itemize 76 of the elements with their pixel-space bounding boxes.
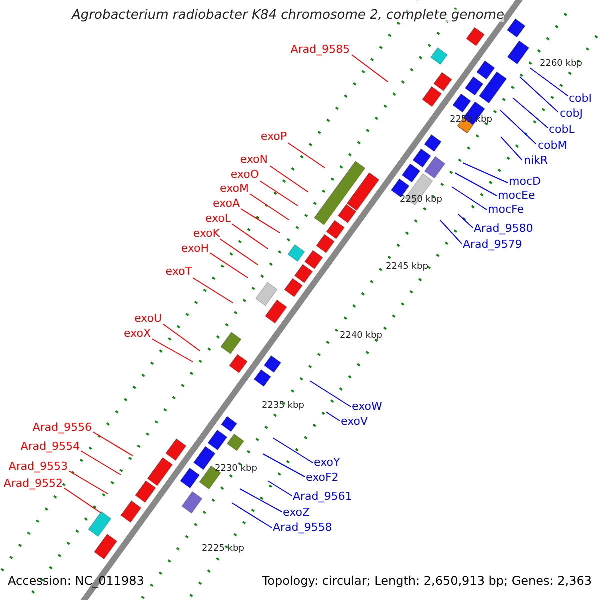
- gene-label: cobJ: [560, 107, 584, 120]
- gene-label: exoF2: [306, 471, 339, 484]
- leader-line: [458, 214, 474, 228]
- tick-label: 2260 kbp: [540, 58, 582, 71]
- leader-line: [68, 470, 108, 494]
- gene-label: exoW: [352, 400, 382, 413]
- leader-line: [512, 98, 548, 128]
- leader-line: [352, 54, 388, 82]
- leader-line: [232, 502, 272, 528]
- tick-label: 2250 kbp: [400, 194, 442, 207]
- tick-label: 2235 kbp: [262, 400, 304, 413]
- leader-line: [260, 180, 298, 206]
- gene-label: exoZ: [283, 506, 310, 519]
- gene-label: exoN: [240, 153, 268, 166]
- leader-line: [80, 450, 122, 476]
- tick-label: 2225 kbp: [202, 543, 244, 556]
- gene-label: Arad_9553: [8, 460, 68, 473]
- leader-line: [220, 238, 258, 266]
- leader-line: [64, 488, 102, 514]
- gene-label: Arad_9561: [293, 490, 352, 503]
- gene-label: cobM: [538, 139, 568, 152]
- gene-label: Arad_9554: [20, 440, 80, 453]
- gene-label: exoY: [314, 456, 340, 469]
- title: Agrobacterium radiobacter K84 chromosome 2, complete genome: [72, 9, 504, 22]
- gene-label: exoT: [166, 265, 192, 278]
- gene-label: exoU: [134, 312, 162, 325]
- leader-line: [152, 338, 194, 362]
- gene-label: cobL: [549, 123, 575, 136]
- gene-label: exoV: [341, 415, 368, 428]
- tick-label: 2245 kbp: [386, 261, 428, 274]
- gene-label: nikR: [524, 154, 548, 167]
- leader-line: [326, 412, 340, 422]
- footer-text: Topology: circular; Length: 2,650,913 bp; Genes: 2,363: [262, 575, 592, 588]
- gene-label: mocEe: [498, 189, 536, 202]
- gene-label: Arad_9552: [4, 477, 63, 490]
- gene-label: Arad_9580: [474, 222, 534, 235]
- gene-label: exoO: [230, 168, 259, 181]
- leader-line: [462, 162, 508, 184]
- leader-line: [530, 68, 568, 96]
- gene-label: Arad_9585: [290, 43, 350, 56]
- leader-line: [500, 110, 536, 144]
- leader-line: [272, 438, 314, 464]
- gene-label: exoX: [124, 327, 151, 340]
- gene-label: exoP: [260, 130, 287, 143]
- footer-text: Accession: NC_011983: [8, 575, 144, 588]
- leader-line: [250, 194, 290, 220]
- leader-line: [92, 432, 134, 456]
- gene-label: Arad_9556: [32, 421, 92, 434]
- leader-line: [520, 76, 558, 112]
- gene-label: Arad_9558: [273, 521, 332, 534]
- gene-label: exoA: [212, 197, 240, 210]
- leader-line: [268, 480, 292, 496]
- leader-line: [162, 324, 200, 352]
- gene-label: mocD: [509, 175, 541, 188]
- leader-line: [262, 454, 306, 478]
- leader-line: [440, 220, 462, 244]
- leader-line: [240, 208, 280, 234]
- leader-line: [288, 142, 326, 168]
- leader-line: [452, 186, 488, 210]
- leader-line: [454, 172, 498, 196]
- gene-label: exoL: [205, 212, 231, 225]
- leader-line: [192, 278, 234, 304]
- gene-label: Arad_9579: [463, 238, 522, 251]
- leader-line: [232, 224, 268, 250]
- gene-label: exoH: [181, 242, 209, 255]
- leader-line: [270, 166, 308, 192]
- leader-line: [240, 488, 282, 512]
- tick-label: 2230 kbp: [215, 463, 258, 476]
- leader-line: [500, 136, 522, 160]
- leader-line: [310, 380, 352, 408]
- gene-label: exoK: [193, 227, 220, 240]
- gene-label: mocFe: [488, 203, 524, 216]
- gene-label: cobI: [569, 92, 592, 105]
- leader-line: [210, 252, 248, 278]
- tick-label: 2240 kbp: [340, 330, 382, 343]
- gene-label: exoM: [220, 182, 249, 195]
